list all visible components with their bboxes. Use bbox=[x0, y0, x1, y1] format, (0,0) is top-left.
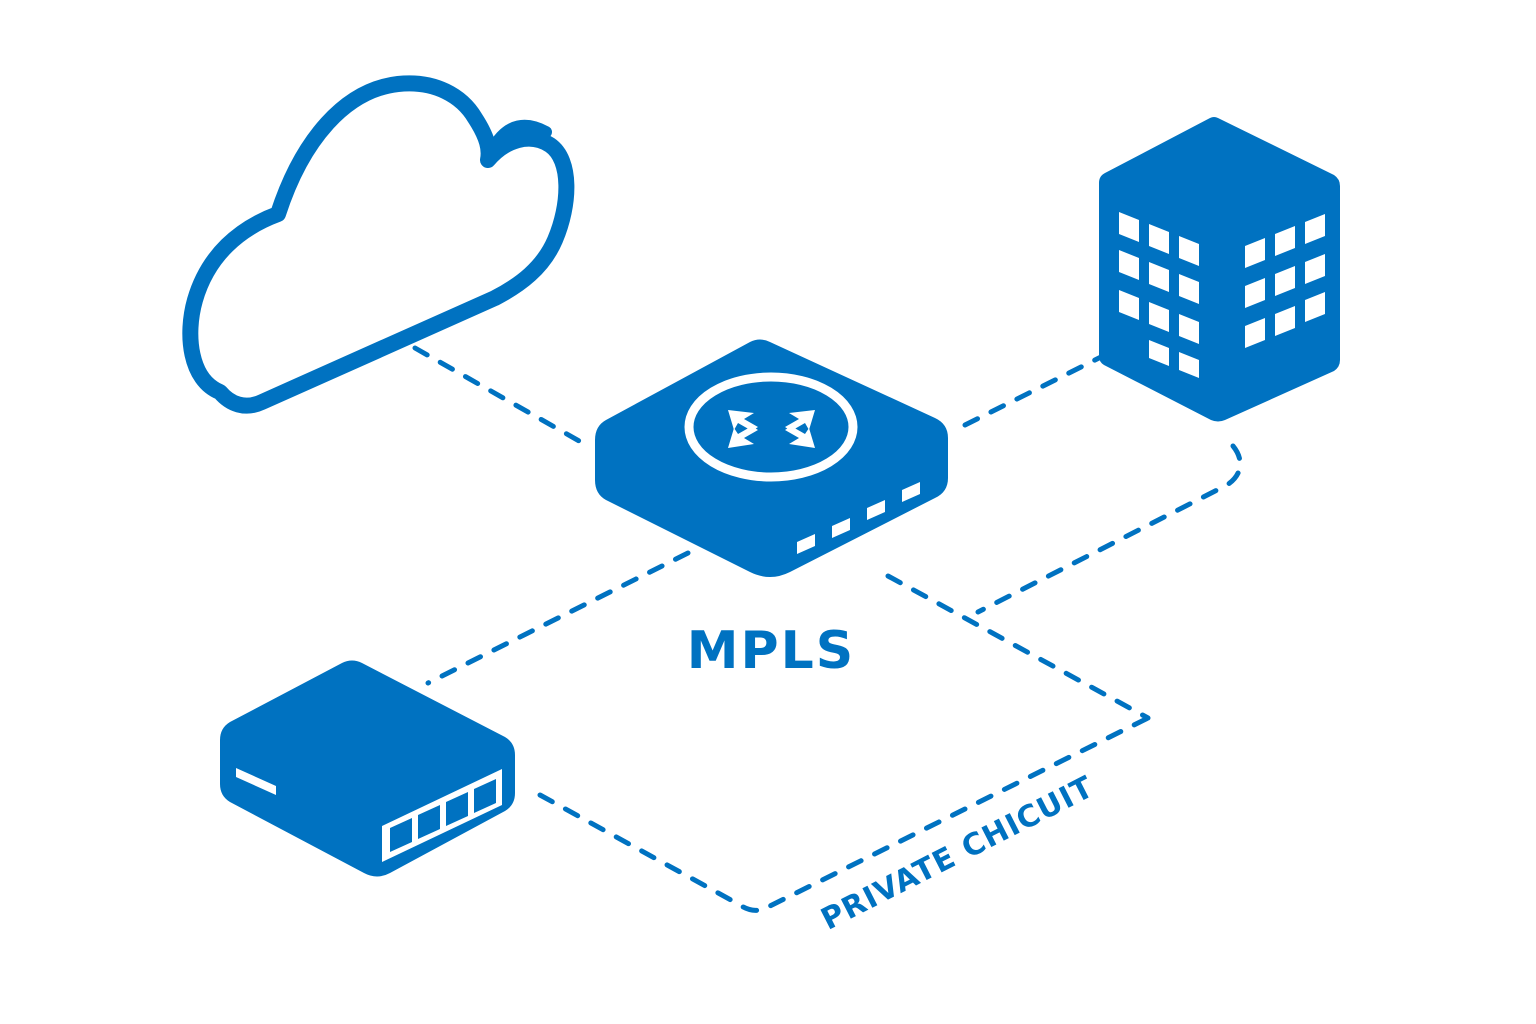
building-icon bbox=[1099, 117, 1340, 422]
mpls-label: MPLS bbox=[687, 621, 855, 681]
link-cloud-router bbox=[412, 345, 591, 449]
link-router-switch bbox=[425, 550, 691, 686]
link-router-circuit-corner bbox=[885, 573, 1151, 721]
router-icon bbox=[595, 339, 948, 577]
link-router-building bbox=[962, 352, 1108, 428]
switch-ports bbox=[382, 769, 502, 862]
private-circuit-label: PRIVATE CHICUIT bbox=[816, 770, 1100, 938]
switch-indicator bbox=[236, 768, 276, 795]
link-private-circuit bbox=[537, 715, 1151, 913]
connection-links bbox=[412, 345, 1243, 913]
router-arrows-icon bbox=[728, 410, 815, 448]
cloud-icon bbox=[182, 75, 575, 414]
building-windows-right bbox=[1245, 214, 1325, 348]
router-ports bbox=[797, 482, 920, 554]
link-building-circuit bbox=[975, 443, 1243, 615]
building-windows-left bbox=[1119, 212, 1199, 378]
switch-icon bbox=[220, 660, 515, 877]
